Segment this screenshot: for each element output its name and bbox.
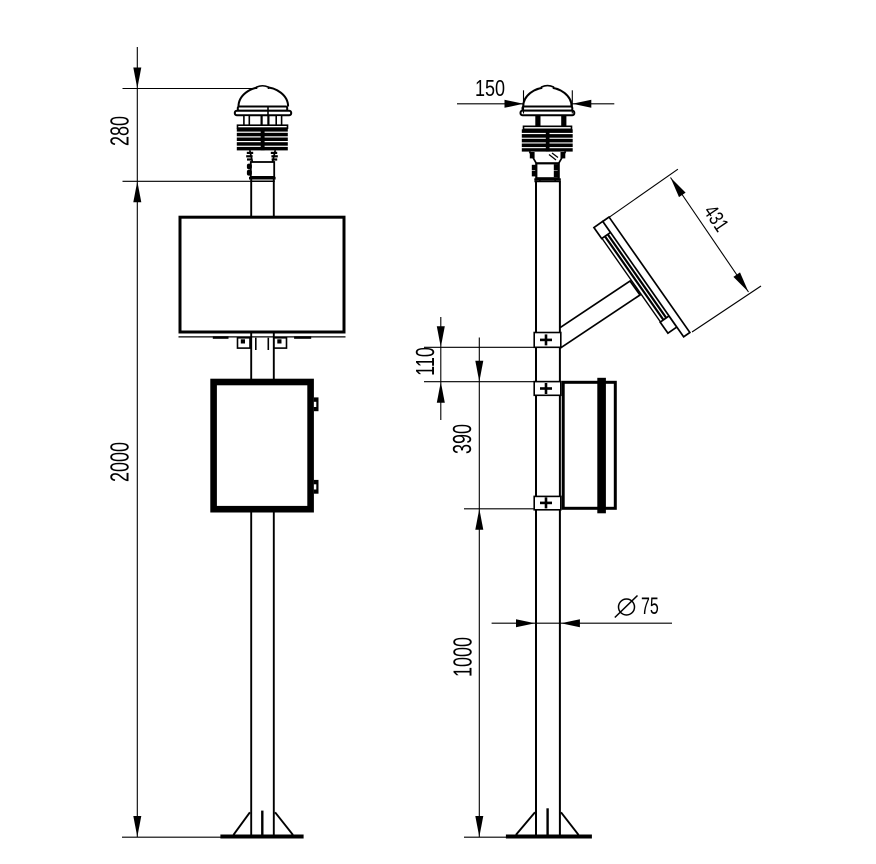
svg-text:150: 150 — [475, 76, 505, 102]
svg-text:75: 75 — [641, 594, 659, 620]
svg-text:2000: 2000 — [105, 442, 134, 482]
svg-text:110: 110 — [411, 347, 440, 376]
svg-text:280: 280 — [105, 116, 134, 146]
svg-text:390: 390 — [448, 424, 477, 454]
svg-text:1000: 1000 — [448, 637, 477, 677]
